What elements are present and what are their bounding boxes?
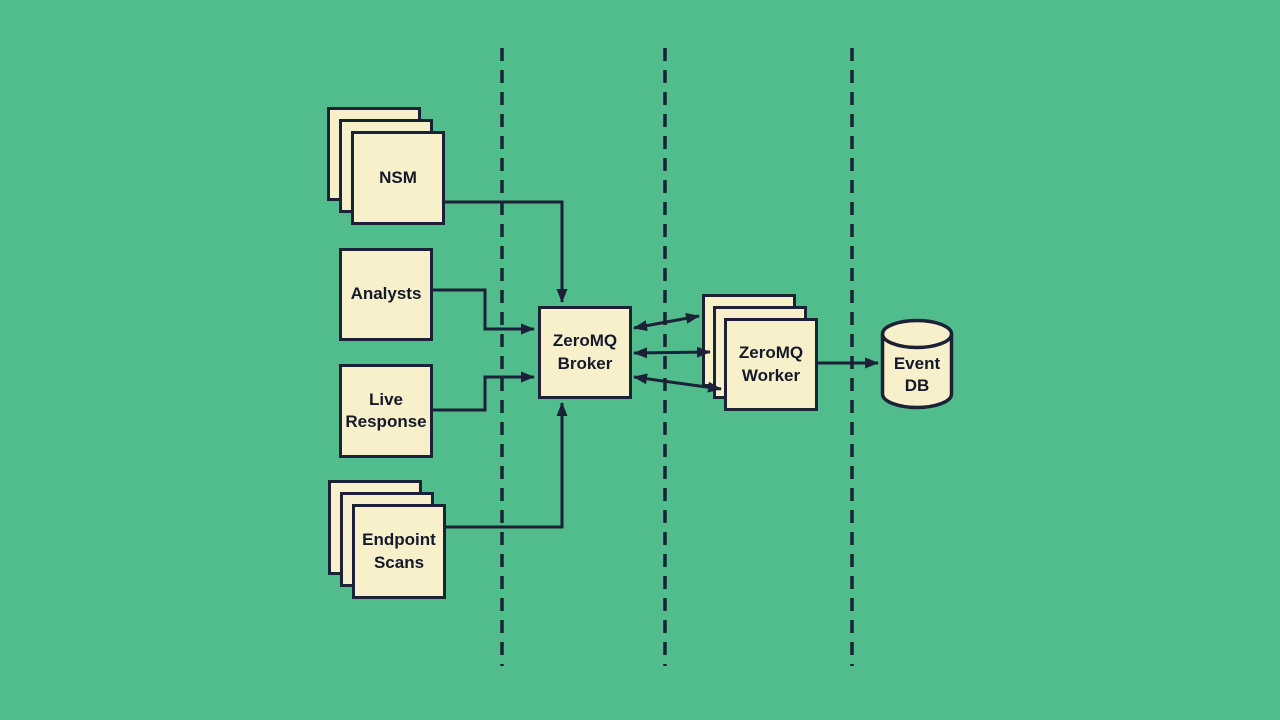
node-analysts-label: Analysts (350, 284, 422, 304)
node-endpoint-scans: Endpoint Scans (328, 480, 446, 599)
arrow-nsm-to-broker (445, 200, 568, 303)
arrow-broker-worker-top (633, 312, 700, 332)
stack-page-front: ZeroMQ Worker (724, 318, 818, 411)
arrow-live-response-to-broker (433, 371, 535, 412)
node-zeromq-broker-label: ZeroMQ Broker (552, 331, 618, 373)
arrow-endpoint-scans-to-broker (446, 402, 568, 529)
node-nsm: NSM (327, 107, 445, 225)
node-zeromq-worker: ZeroMQ Worker (702, 294, 819, 412)
node-event-db-label: Event DB (893, 353, 941, 395)
stack-page-front: Endpoint Scans (352, 504, 446, 599)
node-zeromq-worker-label: ZeroMQ Worker (738, 343, 804, 385)
node-live-response-label: Live Response (345, 389, 427, 431)
node-event-db: Event DB (881, 345, 953, 405)
arrow-analysts-to-broker (433, 288, 535, 335)
arrow-broker-worker-middle (633, 346, 711, 359)
node-endpoint-scans-label: Endpoint Scans (362, 530, 436, 572)
stack-page-front: NSM (351, 131, 445, 225)
node-nsm-label: NSM (379, 167, 417, 187)
event-db-cylinder-shape (880, 318, 954, 410)
